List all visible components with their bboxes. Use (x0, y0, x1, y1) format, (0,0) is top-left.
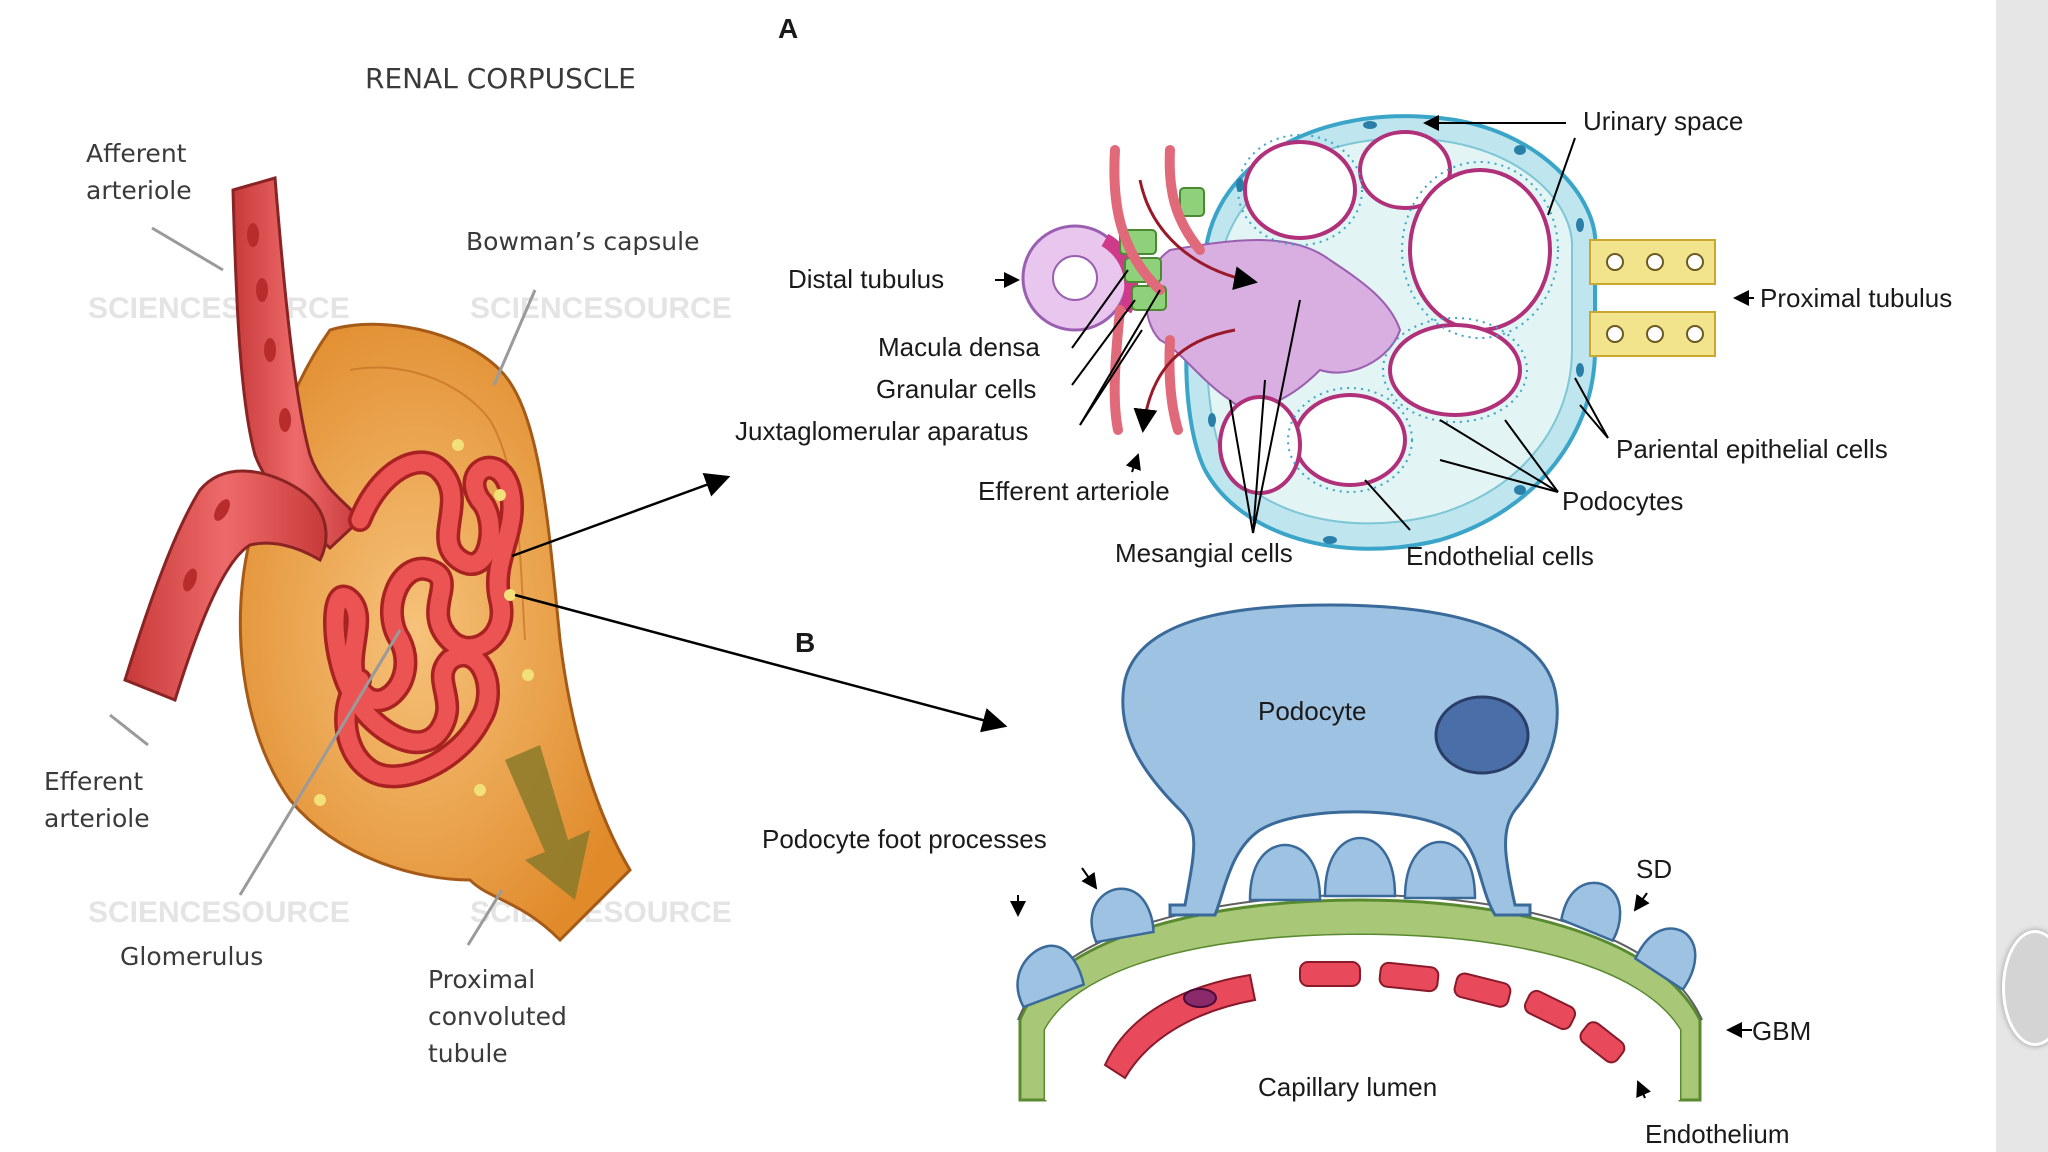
zoom-connector-arrows (511, 472, 1008, 733)
left-pointers (109, 226, 537, 946)
panel-a-letter: A (778, 13, 798, 44)
bowmans-capsule-label: Bowman’s capsule (466, 227, 699, 256)
filtrate-flow-arrow (505, 745, 590, 900)
macula-densa-label: Macula densa (878, 332, 1040, 362)
arteriole-walls-a (1109, 145, 1205, 435)
distal-tubulus-label: Distal tubulus (788, 264, 944, 294)
mesangial-cells-label: Mesangial cells (1115, 538, 1293, 568)
endothelial-nucleus (1183, 988, 1217, 1008)
panel-a-leader-lines (995, 115, 1754, 534)
proximal-tubule-label-line3: tubule (428, 1039, 508, 1068)
svg-text:SCIENCESOURCE: SCIENCESOURCE (88, 292, 350, 325)
efferent-arteriole (123, 469, 328, 702)
blood-flow-arrows-a (1133, 179, 1258, 433)
afferent-arteriole-label-line1: Afferent (86, 139, 187, 168)
proximal-tubule-label-line2: convoluted (428, 1002, 567, 1031)
renal-corpuscle-illustration: SCIENCESOURCE SCIENCESOURCE SCIENCESOURC… (44, 62, 732, 1068)
juxtaglomerular-label: Juxtaglomerular aparatus (735, 416, 1028, 446)
slide-nav-button[interactable] (2002, 930, 2048, 1046)
podocytes-label: Podocytes (1562, 486, 1683, 516)
parietal-nuclei (1208, 121, 1584, 544)
urinary-space-label: Urinary space (1583, 106, 1743, 136)
endothelium-label: Endothelium (1645, 1119, 1790, 1149)
capillary-lumen-area (1045, 935, 1680, 1100)
podocyte-label: Podocyte (1258, 696, 1366, 726)
glomerulus-label: Glomerulus (120, 942, 263, 971)
endothelial-cells-label: Endothelial cells (1406, 541, 1594, 571)
efferent-arteriole-label-line2: arteriole (44, 804, 150, 833)
renal-corpuscle-title: RENAL CORPUSCLE (365, 62, 636, 95)
podocyte-cell-body (1121, 603, 1559, 917)
endothelial-cells (1103, 961, 1626, 1080)
svg-text:SCIENCESOURCE: SCIENCESOURCE (88, 896, 350, 929)
podocyte-nucleus (1434, 695, 1530, 775)
podocyte-foot-processes (1016, 836, 1697, 1009)
svg-text:SCIENCESOURCE: SCIENCESOURCE (470, 292, 732, 325)
panel-a-glomerulus-section: A (735, 13, 1952, 571)
mesangium (1145, 239, 1402, 410)
panel-b-letter: B (795, 627, 815, 658)
blood-cells (183, 223, 291, 592)
capsule-dots (314, 439, 534, 806)
capillary-loops (1218, 130, 1552, 495)
watermark: SCIENCESOURCE SCIENCESOURCE SCIENCESOURC… (88, 292, 732, 929)
sd-label: SD (1636, 854, 1672, 884)
afferent-arteriole (231, 176, 362, 551)
proximal-tubule-label-line1: Proximal (428, 965, 535, 994)
panel-b-leader-lines (1010, 867, 1752, 1099)
panel-b-filtration-barrier: B (762, 603, 1811, 1149)
proximal-tubulus-label: Proximal tubulus (1760, 283, 1952, 313)
efferent-arteriole-a-label: Efferent arteriole (978, 476, 1170, 506)
parietal-epithelial-label: Pariental epithelial cells (1616, 434, 1888, 464)
capsule-inner-wall (349, 366, 526, 641)
foot-processes-label: Podocyte foot processes (762, 824, 1047, 854)
afferent-arteriole-label-line2: arteriole (86, 176, 192, 205)
granular-cells-label: Granular cells (876, 374, 1036, 404)
proximal-tubule (1589, 239, 1716, 357)
capillary-lumen-label: Capillary lumen (1258, 1072, 1437, 1102)
gbm-label: GBM (1752, 1016, 1811, 1046)
efferent-arteriole-label-line1: Efferent (44, 767, 143, 796)
glomerulus-loops (323, 450, 525, 789)
